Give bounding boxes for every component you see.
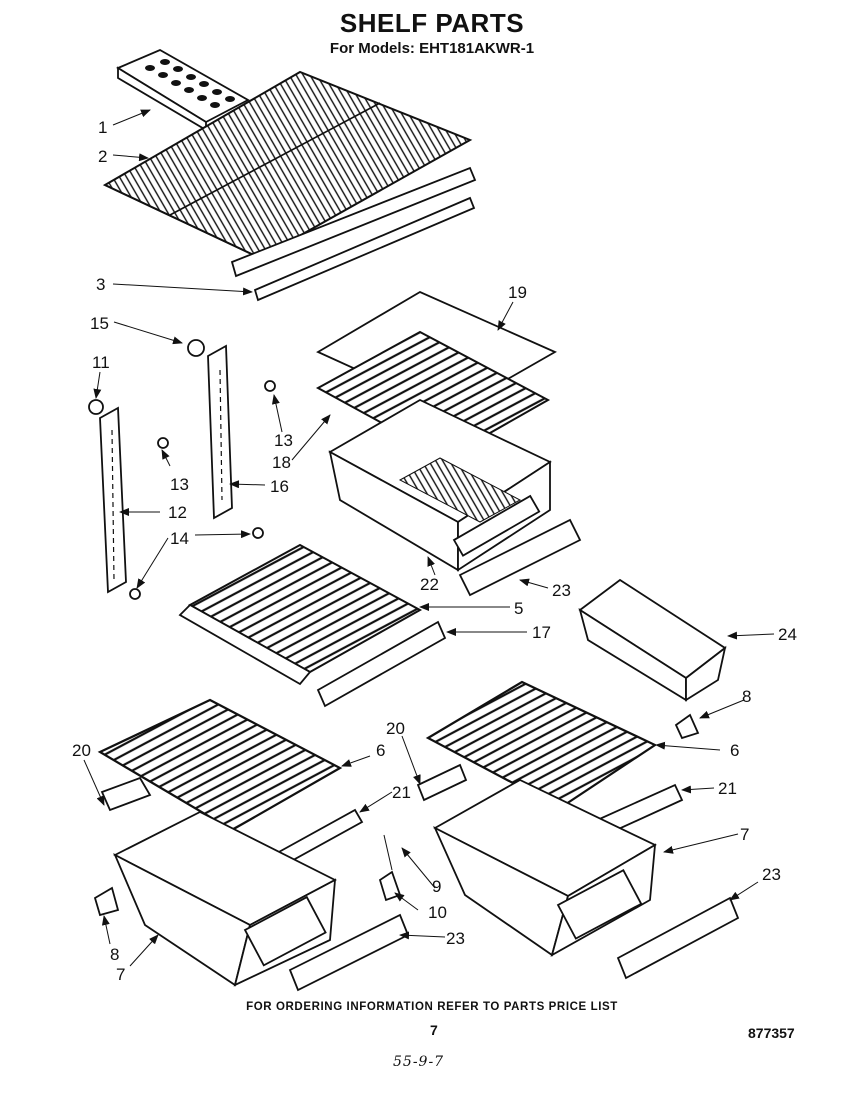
handwritten-note: 55-9-7 [393, 1054, 445, 1070]
door-bin [578, 578, 727, 702]
callout-21-left: 21 [392, 783, 411, 802]
callout-1: 1 [98, 118, 107, 137]
callout-7-right: 7 [740, 825, 749, 844]
callout-15: 15 [90, 314, 109, 333]
callout-10: 10 [428, 903, 447, 922]
callout-12: 12 [168, 503, 187, 522]
callout-8-left: 8 [110, 945, 119, 964]
right-lower-crisper [378, 680, 740, 980]
callout-22: 22 [420, 575, 439, 594]
callout-24: 24 [778, 625, 797, 644]
egg-tray [116, 48, 250, 132]
left-lower-crisper [93, 698, 410, 992]
callout-17: 17 [532, 623, 551, 642]
callout-6-left: 6 [376, 741, 385, 760]
callout-23-right: 23 [762, 865, 781, 884]
page-number: 7 [430, 1022, 438, 1038]
callout-23-upper: 23 [552, 581, 571, 600]
model-subtitle: For Models: EHT181AKWR-1 [329, 40, 535, 57]
callout-7-left: 7 [116, 965, 125, 984]
callout-5: 5 [514, 599, 523, 618]
top-wire-shelf [102, 70, 473, 260]
crisper-cover-trim-upper [458, 518, 582, 597]
callout-13-left: 13 [170, 475, 189, 494]
upper-crisper-assembly [315, 290, 557, 572]
callout-21-right: 21 [718, 779, 737, 798]
callout-14: 14 [170, 529, 189, 548]
leader-lines [83, 109, 775, 967]
callout-23-left: 23 [446, 929, 465, 948]
callout-20-right: 20 [386, 719, 405, 738]
callout-8-right: 8 [742, 687, 751, 706]
callout-13-right: 13 [274, 431, 293, 450]
ordering-note: FOR ORDERING INFORMATION REFER TO PARTS … [246, 1001, 618, 1013]
callout-19: 19 [508, 283, 527, 302]
page-title: SHELF PARTS [339, 8, 525, 38]
callout-9: 9 [432, 877, 441, 896]
callout-2: 2 [98, 147, 107, 166]
callout-3: 3 [96, 275, 105, 294]
callout-16: 16 [270, 477, 289, 496]
middle-glass-shelf [178, 543, 447, 708]
shelf-trim-top [230, 166, 477, 302]
callout-labels: 1 2 3 15 11 13 12 14 16 13 18 19 22 23 5… [72, 118, 797, 984]
callout-6-right: 6 [730, 741, 739, 760]
shelf-rails [88, 339, 276, 600]
document-number: 877357 [748, 1025, 795, 1041]
callout-11: 11 [92, 353, 110, 372]
callout-18: 18 [272, 453, 291, 472]
callout-20-left: 20 [72, 741, 91, 760]
